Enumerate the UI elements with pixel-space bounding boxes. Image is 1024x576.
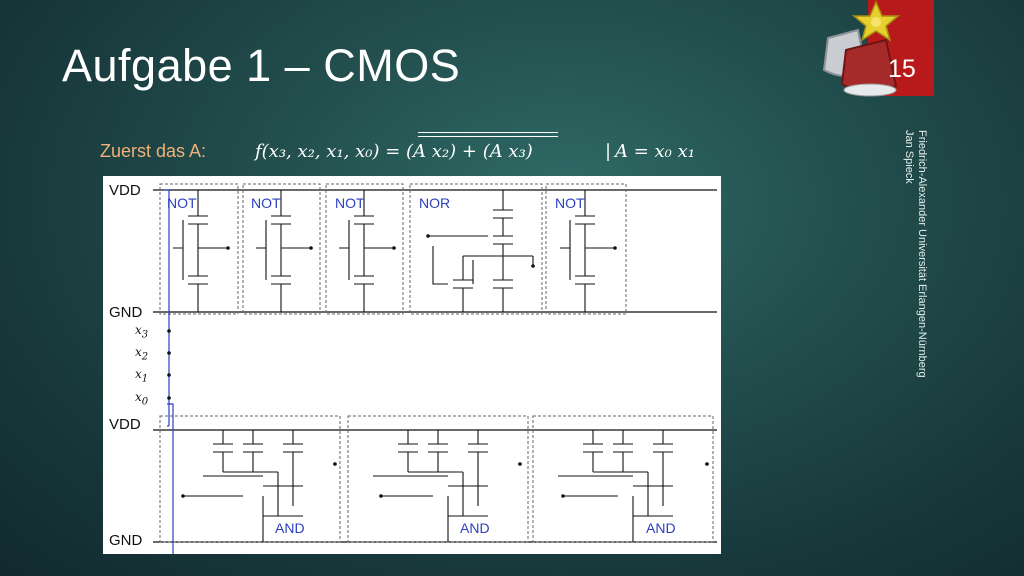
- gate-label-nor: NOR: [419, 195, 451, 211]
- slide-number: 15: [888, 55, 916, 83]
- formula-expression: f(x₃, x₂, x₁, x₀) = (A x₂) + (A x₃): [255, 141, 533, 162]
- side-university: Friedrich-Alexander Universität Erlangen…: [916, 130, 928, 378]
- slide-title: Aufgabe 1 – CMOS: [62, 40, 461, 91]
- gate-box-not-1: [159, 183, 239, 315]
- gate-box-nor: [409, 183, 543, 315]
- vdd-label-bottom: VDD: [109, 416, 141, 433]
- circuit-drawing: [153, 183, 717, 554]
- formula-row: Zuerst das A: f(x₃, x₂, x₁, x₀) = (A x₂)…: [100, 132, 720, 166]
- gate-label-not-3: NOT: [335, 195, 365, 211]
- input-label-x1: x1: [135, 367, 149, 385]
- gate-label-and-2: AND: [460, 520, 490, 536]
- formula-separator: |: [605, 141, 612, 162]
- input-wire-blue: [163, 189, 170, 427]
- gate-label-not-2: NOT: [251, 195, 281, 211]
- gate-label-and-3: AND: [646, 520, 676, 536]
- formula-definition: A = x₀ x₁: [615, 141, 695, 162]
- gate-label-and-1: AND: [275, 520, 305, 536]
- gnd-label-top: GND: [109, 304, 143, 321]
- formula-outer-overbar: [418, 132, 558, 133]
- formula-outer-overbar-2: [418, 136, 558, 137]
- gate-label-not-4: NOT: [555, 195, 585, 211]
- gate-box-not-2: [242, 183, 321, 315]
- gate-label-not-1: NOT: [167, 195, 197, 211]
- vdd-label-top: VDD: [109, 182, 141, 199]
- formula-intro: Zuerst das A:: [100, 141, 207, 161]
- gate-box-and-1: [159, 415, 341, 543]
- input-label-x0: x0: [135, 390, 149, 408]
- side-affiliation: Friedrich-Alexander Universität Erlangen…: [902, 130, 928, 378]
- input-label-x2: x2: [135, 345, 149, 363]
- gate-box-and-2: [347, 415, 529, 543]
- gate-box-and-3: [532, 415, 714, 543]
- gate-box-not-3: [325, 183, 404, 315]
- gate-box-not-4: [545, 183, 627, 315]
- cmos-circuit-diagram: VDD GND VDD GND NOT NOT NOT NOR NOT AND …: [103, 176, 721, 554]
- christmas-bells-icon: [822, 0, 901, 97]
- gnd-label-bottom: GND: [109, 532, 143, 549]
- side-author: Jan Spieck: [903, 130, 915, 184]
- input-label-x3: x3: [135, 323, 149, 341]
